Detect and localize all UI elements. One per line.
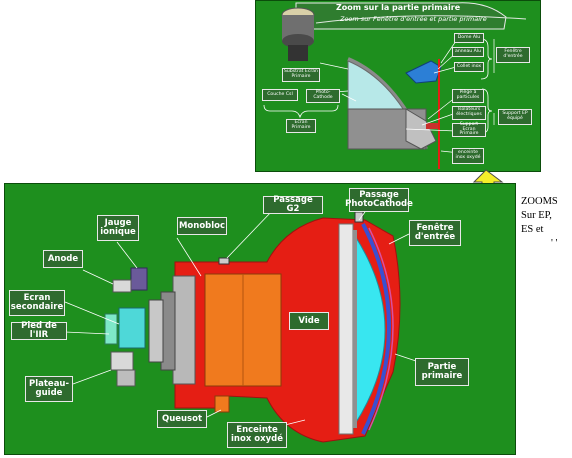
tube-cross-section [64,209,426,443]
side-note-line1: ZOOMS [521,196,558,207]
label-photo-cathode: Photo-Cathode [306,89,340,103]
zoom-panel: Zoom sur la partie primaire Zoom sur Fen… [255,0,541,172]
label-anode: Anode [43,250,83,268]
label-couche-csi: Couche CsI [262,89,298,101]
label-plateau-guide: Plateau-guide [25,376,73,402]
label-support-ep: Support EP équipé [498,109,532,125]
main-panel: Jauge ionique Monobloc Passage G2 Passag… [4,183,516,455]
device-thumbnail-icon [281,7,315,61]
label-isolateurs: Isolateurs électriques [452,106,486,120]
label-passage-photocathode: Passage PhotoCathode [345,188,413,212]
zoom-panel-drawing [263,2,527,169]
secondary-screen [118,307,146,349]
label-vide: Vide [289,312,329,330]
label-pied-iir: Pied de l'IIR [11,322,67,340]
label-anneau-alu: anneau Alu [452,47,484,57]
queusot-tube [214,395,230,413]
label-substrat: Substrat Ecran Primaire [282,68,320,82]
label-dome-alu: Dome Alu [454,33,484,43]
label-partie-primaire: Partie primaire [415,358,469,386]
label-queusot: Queusot [157,410,207,428]
label-jauge-ionique: Jauge ionique [97,215,139,241]
primary-part [354,234,386,426]
blue-collar [405,60,442,84]
label-enceinte-inox: Enceinte inox oxydé [227,422,287,448]
zoom-title: Zoom sur la partie primaire [336,3,461,12]
label-enceinte-inox: enceinte inox oxydé [452,148,484,164]
side-note-line3: ES et [521,224,544,235]
label-fenetre-entree: Fenêtre d'entrée [409,220,461,246]
label-fenetre-entree: Fenêtre d'entrée [496,47,530,63]
zoom-subtitle: Zoom sur Fenêtre d'entrée et partie prim… [340,15,487,23]
primary-support [338,223,354,435]
label-piege-particules: Piège à particules [452,89,484,103]
label-ecran-primaire: Ecran Primaire [286,119,316,133]
gauge-hardware [130,267,148,291]
entrance-window [361,223,391,435]
label-ecran-secondaire: Ecran secondaire [9,290,65,316]
label-support-ecran: Support Ecran Primaire [452,122,486,137]
label-passage-g2: Passage G2 [263,196,323,214]
side-note-line2: Sur EP, [521,210,552,221]
side-note: ZOOMS Sur EP, ES et ' ' [521,195,558,251]
side-note-line4: ' ' [551,238,558,249]
label-collet-inox: Collet inox [454,62,484,72]
label-monobloc: Monobloc [177,217,227,235]
